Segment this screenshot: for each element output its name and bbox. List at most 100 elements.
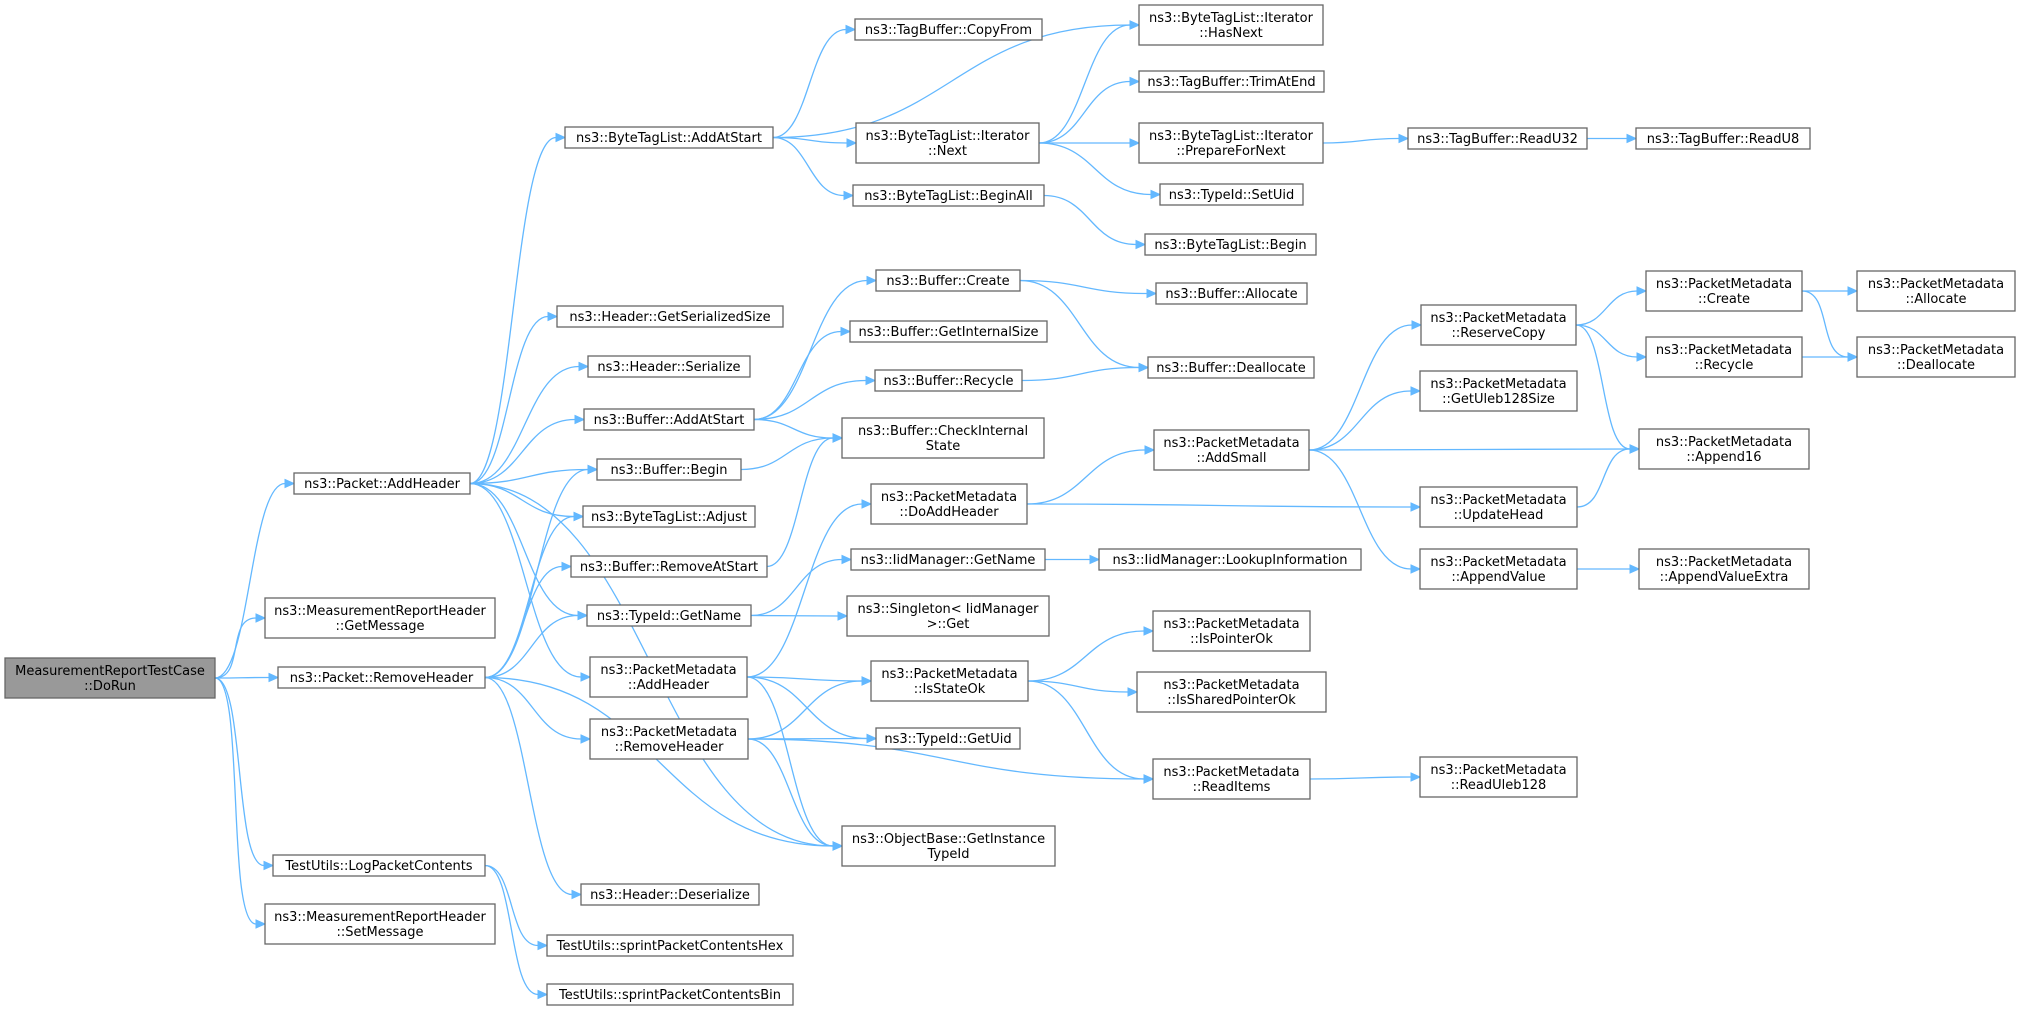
node-box (1645, 270, 1803, 312)
call-edge (1038, 142, 1162, 200)
call-edge (750, 554, 853, 617)
call-edge (746, 499, 873, 678)
function-node-bytetaglist-iterator-preparefornext[interactable]: ns3::ByteTagList::Iterator::PrepareForNe… (1138, 122, 1324, 164)
function-node-packetmetadata-recycle[interactable]: ns3::PacketMetadata::Recycle (1645, 336, 1803, 378)
function-node-packetmetadata-readuleb128[interactable]: ns3::PacketMetadata::ReadUleb128 (1419, 756, 1578, 798)
function-node-typeid-getuid[interactable]: ns3::TypeId::GetUid (875, 727, 1021, 750)
root-function-node: MeasurementReportTestCase::DoRun (4, 657, 216, 699)
function-node-packetmetadata-reservecopy[interactable]: ns3::PacketMetadata::ReserveCopy (1420, 304, 1577, 346)
node-box (583, 408, 755, 431)
function-node-packetmetadata-doaddheader[interactable]: ns3::PacketMetadata::DoAddHeader (870, 483, 1028, 525)
function-node-packetmetadata-ispointerok[interactable]: ns3::PacketMetadata::IsPointerOk (1152, 610, 1311, 652)
node-label-line: ::AppendValueExtra (1660, 570, 1789, 585)
node-box (546, 934, 794, 957)
function-node-tagbuffer-readu8[interactable]: ns3::TagBuffer::ReadU8 (1635, 127, 1811, 150)
function-node-buffer-allocate[interactable]: ns3::Buffer::Allocate (1155, 282, 1308, 305)
node-label-line: ::ReserveCopy (1452, 326, 1546, 341)
function-node-tagbuffer-readu32[interactable]: ns3::TagBuffer::ReadU32 (1407, 127, 1588, 150)
node-label-line: ::Deallocate (1897, 358, 1975, 373)
function-node-bytetaglist-adjust[interactable]: ns3::ByteTagList::Adjust (582, 505, 756, 528)
function-node-header-deserialize[interactable]: ns3::Header::Deserialize (580, 883, 760, 906)
function-node-iidmanager-getname[interactable]: ns3::IidManager::GetName (850, 548, 1046, 571)
function-node-buffer-removeatstart[interactable]: ns3::Buffer::RemoveAtStart (570, 555, 768, 578)
function-node-packetmetadata-issharedpointerok[interactable]: ns3::PacketMetadata::IsSharedPointerOk (1136, 671, 1327, 713)
node-label-line: ns3::PacketMetadata (1163, 678, 1299, 693)
function-node-bytetaglist-begin[interactable]: ns3::ByteTagList::Begin (1144, 233, 1317, 256)
function-node-packetmetadata-addheader[interactable]: ns3::PacketMetadata::AddHeader (589, 656, 748, 698)
node-box (1155, 282, 1308, 305)
function-node-packetmetadata-append16[interactable]: ns3::PacketMetadata::Append16 (1638, 428, 1810, 470)
function-node-header-getserializedsize[interactable]: ns3::Header::GetSerializedSize (556, 305, 784, 328)
function-node-iidmanager-lookupinformation[interactable]: ns3::IidManager::LookupInformation (1098, 548, 1362, 571)
node-box (582, 505, 756, 528)
node-label-line: ns3::PacketMetadata (1868, 343, 2004, 358)
node-box (264, 597, 496, 639)
node-label-line: ::Allocate (1905, 292, 1966, 307)
function-node-singleton-iidmanager-get[interactable]: ns3::Singleton< IidManager >::Get (846, 595, 1050, 637)
function-node-packetmetadata-readitems[interactable]: ns3::PacketMetadata::ReadItems (1152, 758, 1311, 800)
call-edge (753, 275, 878, 421)
function-node-tagbuffer-trimatend[interactable]: ns3::TagBuffer::TrimAtEnd (1138, 70, 1325, 93)
function-node-packetmetadata-addsmall[interactable]: ns3::PacketMetadata::AddSmall (1153, 429, 1310, 471)
node-box (556, 305, 784, 328)
call-edge (1575, 324, 1641, 454)
function-node-packetmetadata-updatehead[interactable]: ns3::PacketMetadata::UpdateHead (1419, 486, 1578, 528)
node-label-line: ns3::Buffer::Deallocate (1156, 361, 1305, 376)
function-node-packetmetadata-removeheader[interactable]: ns3::PacketMetadata::RemoveHeader (589, 718, 749, 760)
call-edge (1026, 445, 1156, 505)
function-node-buffer-create[interactable]: ns3::Buffer::Create (875, 269, 1021, 292)
node-box (875, 727, 1021, 750)
call-edge (1019, 279, 1158, 299)
function-node-testutils-sprintpacketcontentshex[interactable]: TestUtils::sprintPacketContentsHex (546, 934, 794, 957)
call-edge (1575, 324, 1648, 362)
function-node-measurementreportheader-setmessage[interactable]: ns3::MeasurementReportHeader::SetMessage (264, 903, 496, 945)
function-node-buffer-deallocate[interactable]: ns3::Buffer::Deallocate (1147, 356, 1315, 379)
node-label-line: ::GetMessage (336, 619, 425, 634)
node-box (589, 656, 748, 698)
call-edge (753, 326, 852, 421)
call-edge (484, 864, 549, 951)
function-node-typeid-setuid[interactable]: ns3::TypeId::SetUid (1159, 183, 1304, 206)
function-node-buffer-begin[interactable]: ns3::Buffer::Begin (596, 458, 742, 481)
function-node-tagbuffer-copyfrom[interactable]: ns3::TagBuffer::CopyFrom (854, 18, 1043, 41)
call-edge (1027, 626, 1155, 682)
function-node-packetmetadata-deallocate[interactable]: ns3::PacketMetadata::Deallocate (1856, 336, 2016, 378)
function-node-buffer-getinternalsize[interactable]: ns3::Buffer::GetInternalSize (849, 320, 1048, 343)
function-node-packetmetadata-getuleb128size[interactable]: ns3::PacketMetadata::GetUleb128Size (1419, 370, 1578, 412)
function-node-packetmetadata-appendvalue[interactable]: ns3::PacketMetadata::AppendValue (1419, 548, 1578, 590)
call-edge (1026, 502, 1422, 512)
function-node-typeid-getname[interactable]: ns3::TypeId::GetName (586, 604, 752, 627)
node-label-line: ::Append16 (1686, 450, 1761, 465)
node-label-line: ns3::PacketMetadata (1430, 493, 1566, 508)
function-node-bytetaglist-iterator-hasnext[interactable]: ns3::ByteTagList::Iterator::HasNext (1138, 4, 1324, 46)
function-node-packet-addheader[interactable]: ns3::Packet::AddHeader (293, 472, 471, 495)
call-edge (469, 132, 567, 485)
function-node-testutils-sprintpacketcontentsbin[interactable]: TestUtils::sprintPacketContentsBin (546, 983, 794, 1006)
node-box (870, 483, 1028, 525)
node-box (272, 854, 486, 877)
function-node-packetmetadata-appendvalueextra[interactable]: ns3::PacketMetadata::AppendValueExtra (1638, 548, 1810, 590)
function-node-bytetaglist-iterator-next[interactable]: ns3::ByteTagList::Iterator::Next (855, 122, 1040, 164)
function-node-packetmetadata-isstateok[interactable]: ns3::PacketMetadata::IsStateOk (870, 660, 1029, 702)
node-label-line: ns3::TagBuffer::TrimAtEnd (1147, 75, 1315, 90)
call-edge (1322, 133, 1410, 144)
function-node-bytetaglist-beginall[interactable]: ns3::ByteTagList::BeginAll (852, 184, 1045, 207)
node-label-line: ns3::ByteTagList::Adjust (591, 510, 747, 525)
function-node-bytetaglist-addatstart[interactable]: ns3::ByteTagList::AddAtStart (564, 126, 774, 149)
node-label-line: ns3::Packet::RemoveHeader (290, 671, 474, 686)
function-node-packetmetadata-create[interactable]: ns3::PacketMetadata::Create (1645, 270, 1803, 312)
function-node-buffer-recycle[interactable]: ns3::Buffer::Recycle (874, 369, 1023, 392)
node-box (587, 355, 751, 378)
function-node-testutils-logpacketcontents[interactable]: TestUtils::LogPacketContents (272, 854, 486, 877)
function-node-measurementreportheader-getmessage[interactable]: ns3::MeasurementReportHeader::GetMessage (264, 597, 496, 639)
function-node-packetmetadata-allocate[interactable]: ns3::PacketMetadata::Allocate (1856, 270, 2016, 312)
function-node-packet-removeheader[interactable]: ns3::Packet::RemoveHeader (277, 666, 486, 689)
function-node-buffer-addatstart[interactable]: ns3::Buffer::AddAtStart (583, 408, 755, 431)
function-node-header-serialize[interactable]: ns3::Header::Serialize (587, 355, 751, 378)
node-label-line: TestUtils::sprintPacketContentsHex (556, 939, 784, 954)
node-label-line: ns3::TagBuffer::ReadU32 (1417, 132, 1578, 147)
call-edge (1021, 362, 1150, 382)
